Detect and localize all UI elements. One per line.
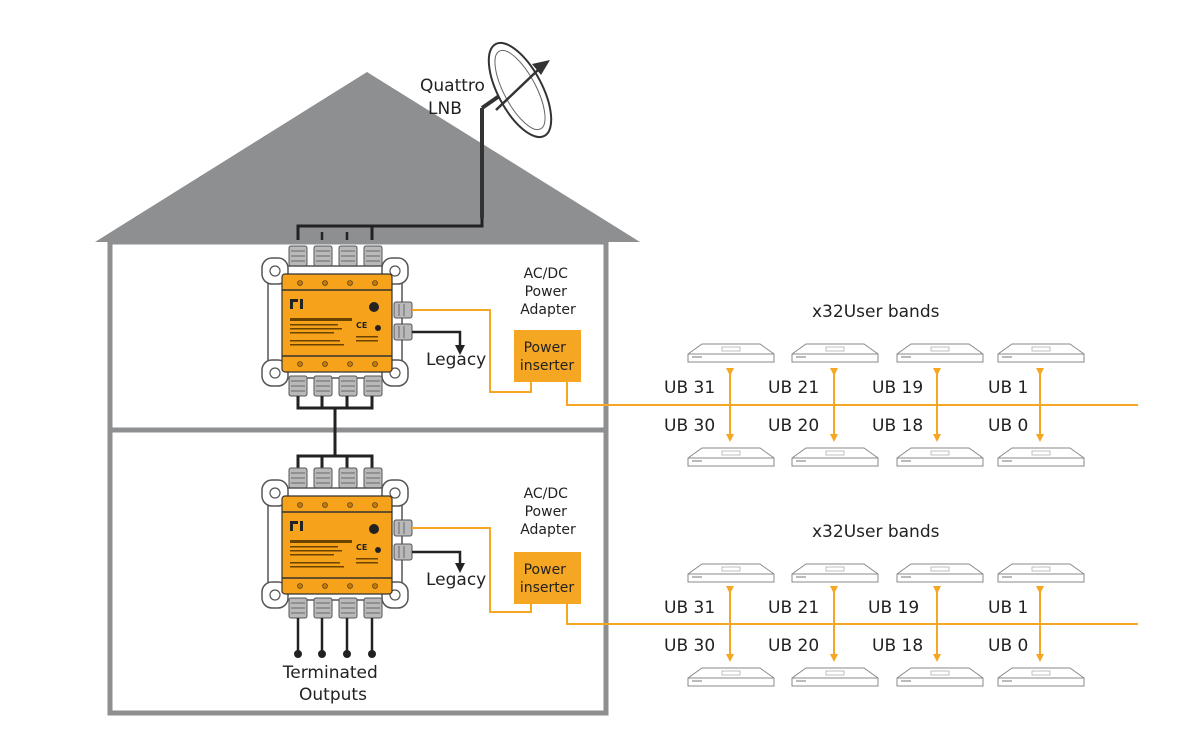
svg-text:UB 30: UB 30 xyxy=(664,416,715,436)
power-inserter-lower: Power inserter xyxy=(514,552,581,604)
power-inserter-upper: Power inserter xyxy=(514,330,581,382)
svg-text:UB 31: UB 31 xyxy=(664,378,715,398)
ub-arrows-upper xyxy=(726,368,1044,442)
svg-text:UB 1: UB 1 xyxy=(988,598,1028,618)
lower-multiswitch xyxy=(261,467,413,619)
svg-text:UB 19: UB 19 xyxy=(872,378,923,398)
lnb-cable xyxy=(296,218,484,240)
roof xyxy=(95,72,640,242)
legacy-label-upper: Legacy xyxy=(426,350,486,370)
inserter-feed-lower xyxy=(412,527,532,613)
svg-text:UB 20: UB 20 xyxy=(768,416,819,436)
user-bands-title-upper: x32User bands xyxy=(812,302,940,322)
legacy-cable-upper xyxy=(412,330,465,355)
upper-multiswitch xyxy=(261,245,413,397)
svg-text:UB 31: UB 31 xyxy=(664,598,715,618)
legacy-label-lower: Legacy xyxy=(426,570,486,590)
svg-text:UB 18: UB 18 xyxy=(872,416,923,436)
svg-text:UB 21: UB 21 xyxy=(768,598,819,618)
svg-text:UB 0: UB 0 xyxy=(988,416,1028,436)
legacy-cable-lower xyxy=(412,550,465,573)
svg-text:UB 0: UB 0 xyxy=(988,636,1028,656)
svg-text:UB 18: UB 18 xyxy=(872,636,923,656)
ub-labels-lower: UB 31 UB 21 UB 19 UB 1 UB 30 UB 20 UB 18… xyxy=(664,598,1028,656)
svg-text:UB 19: UB 19 xyxy=(868,598,919,618)
svg-text:Power inserter: Power inserter xyxy=(520,562,575,596)
cascade-cable xyxy=(296,396,374,470)
inserter-feed-upper xyxy=(412,309,532,393)
terminated-label: Terminated Outputs xyxy=(282,663,383,705)
svg-text:UB 1: UB 1 xyxy=(988,378,1028,398)
ub-arrows-lower xyxy=(726,586,1044,662)
lnb-label: Quattro LNB xyxy=(420,76,490,119)
lower-floor-wall xyxy=(107,427,609,716)
user-bands-title-lower: x32User bands xyxy=(812,522,940,542)
svg-text:UB 21: UB 21 xyxy=(768,378,819,398)
trunk-cable-upper xyxy=(566,382,1138,406)
adapter-label-upper: AC/DC Power Adapter xyxy=(520,266,576,318)
svg-text:UB 30: UB 30 xyxy=(664,636,715,656)
svg-text:UB 20: UB 20 xyxy=(768,636,819,656)
svg-text:Power inserter: Power inserter xyxy=(520,340,575,374)
trunk-cable-lower xyxy=(566,604,1138,625)
ub-labels-upper: UB 31 UB 21 UB 19 UB 1 UB 30 UB 20 UB 18… xyxy=(664,378,1028,436)
terminated-outputs xyxy=(294,618,376,658)
satellite-dish-icon xyxy=(480,41,553,218)
adapter-label-lower: AC/DC Power Adapter xyxy=(520,486,576,538)
